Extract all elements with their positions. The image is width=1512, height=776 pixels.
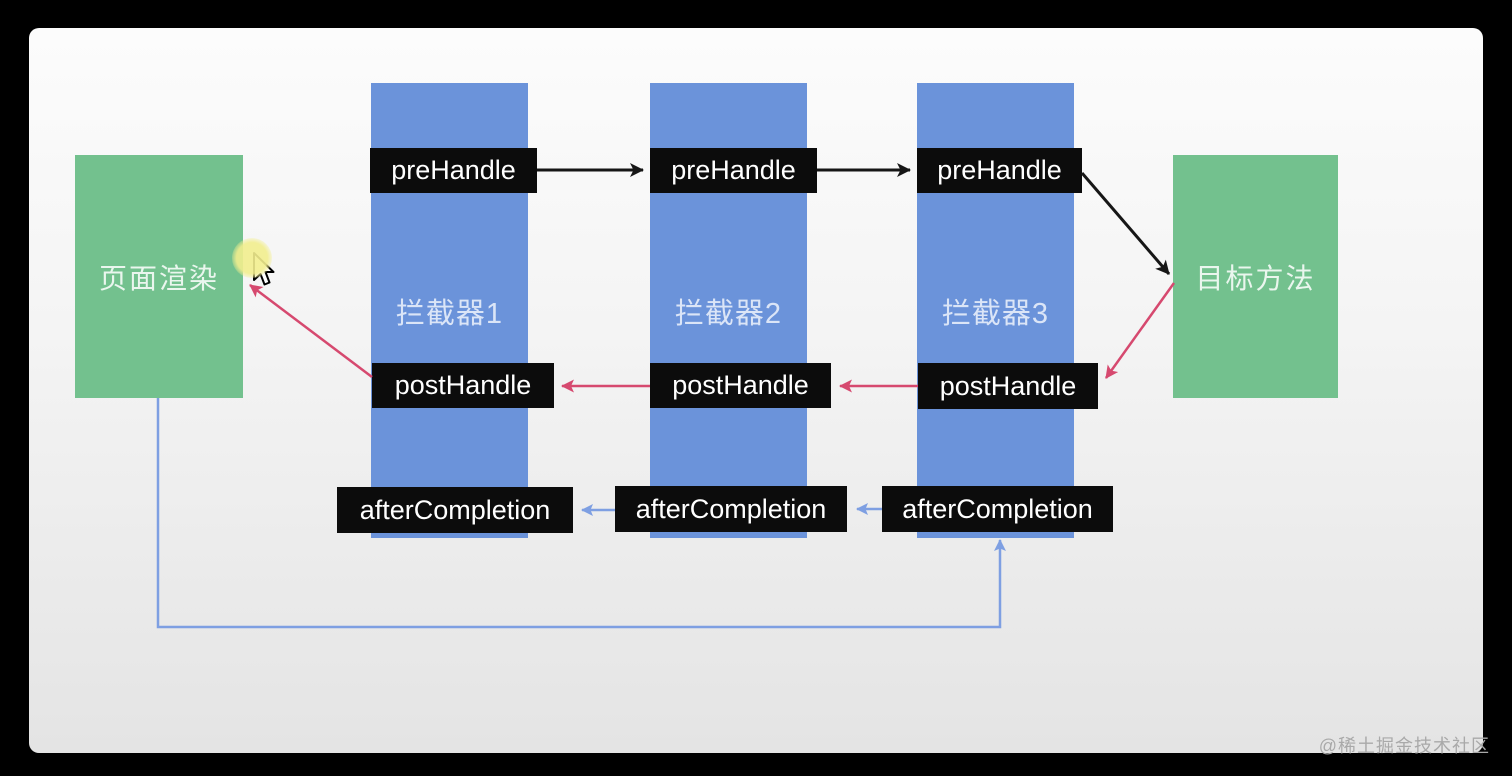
prehandle-label-3: preHandle — [937, 155, 1062, 185]
interceptor-1-label: 拦截器1 — [395, 297, 504, 330]
aftercompletion-box-3: afterCompletion — [882, 486, 1113, 532]
posthandle-box-2: postHandle — [650, 363, 831, 408]
aftercompletion-label-2: afterCompletion — [635, 493, 827, 524]
posthandle-label-1: postHandle — [394, 370, 532, 400]
posthandle-box-1: postHandle — [372, 363, 554, 408]
posthandle-label-3: postHandle — [939, 370, 1077, 401]
cursor-highlight — [232, 238, 272, 278]
watermark: @稀土掘金技术社区 — [1318, 736, 1490, 756]
node-page-render: 页面渲染 — [75, 155, 243, 398]
prehandle-label-2: preHandle — [671, 155, 796, 185]
prehandle-box-2: preHandle — [650, 148, 817, 193]
aftercompletion-label-1: afterCompletion — [359, 494, 551, 525]
aftercompletion-label-3: afterCompletion — [902, 493, 1093, 524]
posthandle-label-2: postHandle — [672, 370, 809, 400]
aftercompletion-box-2: afterCompletion — [615, 486, 847, 532]
node-page-render-label: 页面渲染 — [98, 262, 219, 294]
node-target-method-label: 目标方法 — [1195, 262, 1316, 294]
aftercompletion-box-1: afterCompletion — [337, 487, 573, 533]
interceptor-2-label: 拦截器2 — [674, 297, 783, 330]
prehandle-box-1: preHandle — [370, 148, 537, 193]
prehandle-box-3: preHandle — [917, 148, 1082, 193]
posthandle-box-3: postHandle — [918, 363, 1098, 409]
interceptor-3-label: 拦截器3 — [941, 297, 1050, 330]
prehandle-label-1: preHandle — [391, 155, 516, 185]
node-target-method: 目标方法 — [1173, 155, 1338, 398]
